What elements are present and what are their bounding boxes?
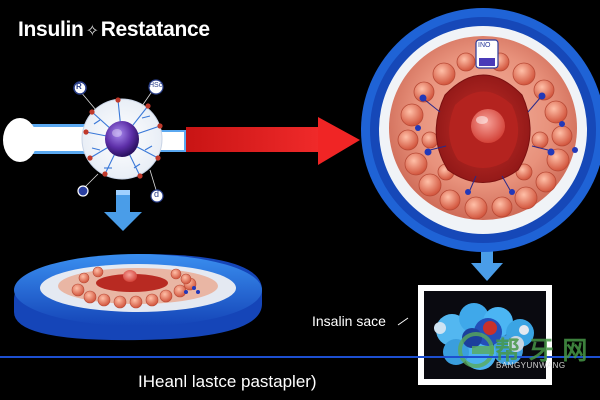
tissue-plate xyxy=(14,254,262,341)
title-symbol-icon: ✧ xyxy=(85,23,99,40)
caption-pointer xyxy=(397,317,409,326)
title-right: Restatance xyxy=(100,18,210,41)
red-arrow xyxy=(186,117,360,165)
page-title: Insulin✧Restatance xyxy=(18,18,210,42)
blue-arrow-down-left xyxy=(104,190,142,231)
inset-caption: Insalin sace xyxy=(312,313,386,329)
cell-diagram xyxy=(79,89,163,194)
bottom-caption: IHeanl lastce pastapler) xyxy=(138,372,317,391)
cell-label-hsc xyxy=(148,79,164,95)
cell-label-d-text: d xyxy=(154,189,160,199)
watermark-subtext: BANGYUNWANG xyxy=(496,361,566,370)
watermark-text: 帮 牙 网 xyxy=(495,336,588,365)
cell-label-hsc-text: HSc xyxy=(149,82,163,89)
cell-label-d xyxy=(150,189,164,203)
organ-tag-text: INO xyxy=(478,42,491,49)
left-pipe xyxy=(3,118,90,162)
title-left: Insulin xyxy=(18,18,84,41)
baseline xyxy=(0,356,600,358)
cell-label-r-text: R xyxy=(76,82,82,91)
cell-marker-left xyxy=(77,185,89,197)
watermark-ring xyxy=(458,332,494,368)
organ-cross-section xyxy=(361,8,600,252)
cell-label-r xyxy=(73,81,87,95)
